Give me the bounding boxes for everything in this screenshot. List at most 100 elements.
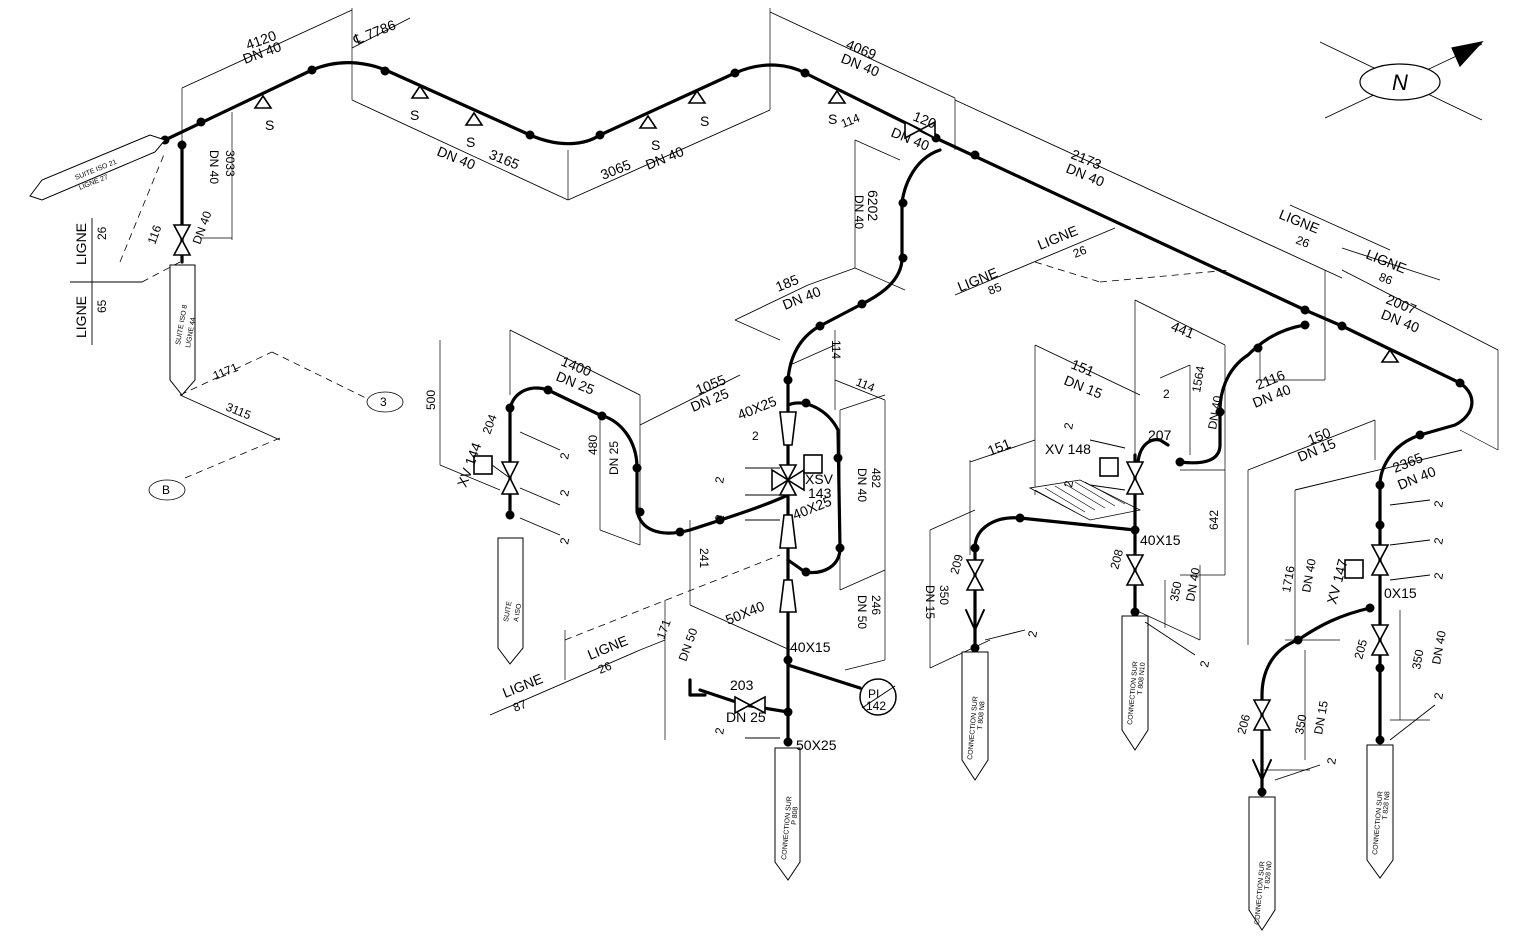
label-3115: 3115 [224, 400, 253, 423]
label-40x25-a: 40X25 [735, 393, 779, 423]
tap-label: 2 [1431, 499, 1446, 508]
ligne-26-left: LIGNE [73, 223, 89, 265]
label-114-a: 114 [829, 340, 843, 359]
support-label: S [700, 113, 709, 129]
grid-marker-b: B [162, 483, 170, 497]
weld-points [160, 65, 1465, 797]
label-350-dn40: 350 [1167, 580, 1184, 602]
label-dn40-3065: DN 40 [643, 143, 686, 173]
connection-flags [29, 134, 1394, 931]
label-dn40-3033: DN 40 [207, 150, 221, 184]
conn-r1-label-2: T 828 N0 [1264, 861, 1273, 890]
suite-a-label-2: A ISO [513, 603, 523, 623]
tap-label: 2 [712, 513, 727, 522]
label-151-b: 151 [985, 435, 1013, 459]
xv-147-label: XV 147 [1323, 557, 1350, 606]
label-dn15-350: DN 15 [1311, 699, 1331, 735]
label-dn40-482: DN 40 [855, 468, 869, 502]
label-dn40-6202: DN 40 [852, 195, 866, 229]
label-350-b: 350 [1292, 713, 1309, 735]
label-40x15-mid: 40X15 [1140, 532, 1181, 548]
ligne-85-mid-number: 85 [986, 280, 1004, 298]
tap-label: 2 [752, 429, 759, 443]
ligne-26-left-number: 26 [95, 226, 109, 240]
label-cl-7786: ℄ 7786 [350, 16, 398, 48]
label-40x15-right: 0X15 [1384, 585, 1417, 601]
grid-marker-3: 3 [380, 395, 387, 409]
label-1564: 1564 [1189, 364, 1207, 393]
tap-label: 2 [1061, 421, 1076, 430]
label-3165: 3165 [487, 146, 522, 173]
label-dn40-350: DN 40 [1429, 629, 1449, 665]
tap-label: 2 [557, 536, 572, 545]
label-203: 203 [730, 677, 754, 693]
label-50x40: 50X40 [723, 598, 767, 628]
ligne-65-left: LIGNE [73, 296, 89, 338]
valves [172, 120, 1390, 781]
tap-label: 2 [1431, 536, 1446, 545]
dimension-lines [70, 8, 1499, 771]
pi-label: PI [868, 687, 879, 701]
ligne-26-mid-number: 26 [1071, 243, 1089, 261]
label-1171: 1171 [211, 360, 240, 383]
label-171: 171 [654, 617, 674, 641]
tap-label: 2 [1431, 571, 1446, 580]
label-441: 441 [1169, 318, 1197, 342]
label-40x15: 40X15 [790, 639, 831, 655]
support-label: S [828, 111, 837, 127]
label-241: 241 [697, 548, 711, 568]
ligne-87-number: 87 [511, 697, 529, 715]
label-206: 206 [1234, 712, 1253, 735]
tap-label: 2 [1324, 756, 1339, 765]
labels: 4120 DN 40 ℄ 7786 4069 DN 40 S S S S S S… [73, 16, 1449, 925]
conn-m1-label-2: T 808 N8 [977, 701, 986, 730]
label-482: 482 [869, 468, 883, 488]
xsv-number: 143 [808, 485, 832, 501]
label-6202: 6202 [865, 190, 881, 221]
label-204: 204 [480, 412, 500, 436]
tap-label: 2 [1061, 479, 1076, 488]
support-label: S [651, 137, 660, 153]
label-dn15-mid: DN 15 [923, 585, 937, 619]
label-350-dn15: 350 [937, 585, 951, 605]
north-arrow: N [1319, 41, 1484, 121]
label-3033: 3033 [223, 150, 237, 177]
label-207: 207 [1148, 427, 1172, 443]
label-dn50-246: DN 50 [855, 595, 869, 629]
label-dn40-116: DN 40 [190, 209, 215, 246]
tap-label: 2 [557, 488, 572, 497]
label-dn40-mid: DN 40 [1183, 566, 1203, 602]
label-500: 500 [424, 390, 438, 410]
hatched-floor [1028, 479, 1142, 521]
label-114: 114 [839, 111, 862, 131]
ligne-86-right-number: 86 [1377, 270, 1395, 288]
label-246: 246 [869, 595, 883, 615]
label-2-mid: 2 [1163, 387, 1170, 401]
conn-m2-label-2: T 808 N10 [1137, 662, 1147, 695]
tap-label: 2 [557, 451, 572, 460]
pipe-supports [253, 84, 1400, 363]
label-205: 205 [1351, 637, 1370, 660]
support-label: S [466, 134, 475, 150]
label-50x25: 50X25 [796, 737, 837, 753]
tap-label: 2 [1197, 659, 1212, 668]
main-pipe [163, 61, 1474, 794]
support-label: S [265, 117, 274, 133]
label-480: 480 [586, 435, 600, 455]
xsv-label: XSV [805, 471, 834, 487]
ligne-65-left-number: 65 [95, 299, 109, 313]
label-dn50-171: DN 50 [676, 626, 701, 663]
conn-r2-label-2: T 828 N8 [1382, 791, 1391, 820]
pi-number: 142 [866, 699, 886, 713]
tap-label: 2 [712, 475, 727, 484]
north-label: N [1392, 70, 1408, 95]
label-350-a: 350 [1409, 648, 1426, 670]
label-dn25-203: DN 25 [726, 709, 766, 725]
tap-label: 2 [1025, 629, 1040, 638]
drain-taps [519, 431, 1436, 781]
label-dn40-1564: DN 40 [1205, 394, 1225, 430]
label-dn40-1716: DN 40 [1299, 557, 1319, 593]
conn-p-label-2: P 808 [791, 806, 800, 825]
suite-a-label: SUITE [503, 601, 514, 623]
